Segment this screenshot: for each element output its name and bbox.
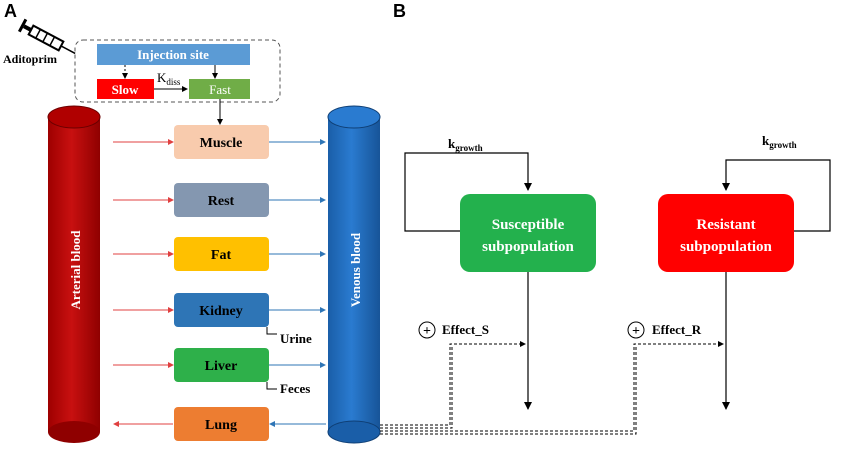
plus-label-s: +: [423, 324, 431, 339]
organ-label-kidney: Kidney: [199, 304, 243, 319]
panel-a-label: A: [4, 1, 17, 21]
injection-site-label: Injection site: [137, 47, 209, 62]
panel-b-label: B: [393, 1, 406, 21]
organ-lung: Lung: [113, 407, 326, 441]
urine-label: Urine: [280, 331, 312, 346]
organ-kidney: Kidney: [113, 293, 326, 335]
organ-label-fat: Fat: [211, 248, 232, 263]
effect-s-label: Effect_S: [442, 322, 489, 337]
susceptible-label-line2: subpopulation: [482, 239, 574, 255]
plus-icon-r: [627, 321, 645, 339]
arterial-blood-label: Arterial blood: [68, 230, 83, 310]
slow-label: Slow: [112, 82, 139, 97]
organ-label-liver: Liver: [205, 359, 238, 374]
organ-label-lung: Lung: [205, 418, 237, 433]
organ-rest: Rest: [113, 183, 326, 217]
resistant-label-line2: subpopulation: [680, 239, 772, 255]
injection-site-box: [97, 44, 250, 65]
venous-blood-cylinder: [327, 105, 381, 444]
k-diss-label: Kdiss: [157, 70, 181, 87]
growth-loop-susceptible: [404, 152, 532, 232]
feces-label: Feces: [280, 381, 310, 396]
susceptible-box: [460, 194, 596, 272]
k-growth-label-susceptible: kgrowth: [448, 136, 483, 153]
k-growth-label-resistant: kgrowth: [762, 133, 797, 150]
slow-box: [97, 79, 154, 99]
plus-icon-s: [418, 321, 436, 339]
venous-blood-label: Venous blood: [348, 232, 363, 307]
fast-box: [189, 79, 250, 99]
susceptible-label-line1: Susceptible: [492, 217, 565, 233]
organ-label-muscle: Muscle: [200, 136, 243, 151]
plus-label-r: +: [632, 324, 640, 339]
organ-muscle: Muscle: [113, 125, 326, 159]
effect-r-connector: [380, 343, 718, 435]
resistant-label-line1: Resistant: [696, 217, 755, 233]
effect-r-label: Effect_R: [652, 322, 702, 337]
arterial-blood-cylinder: [47, 105, 101, 443]
resistant-box: [658, 194, 794, 272]
growth-loop-resistant: [722, 159, 831, 232]
organ-label-rest: Rest: [208, 194, 235, 209]
organ-fat: Fat: [113, 237, 326, 271]
drug-label: Aditoprim: [3, 52, 57, 66]
injection-group-border: [74, 39, 281, 103]
fast-label: Fast: [209, 82, 231, 97]
syringe-icon: [18, 18, 76, 55]
effect-s-connector: [380, 343, 520, 429]
organ-liver: Liver: [113, 348, 326, 390]
